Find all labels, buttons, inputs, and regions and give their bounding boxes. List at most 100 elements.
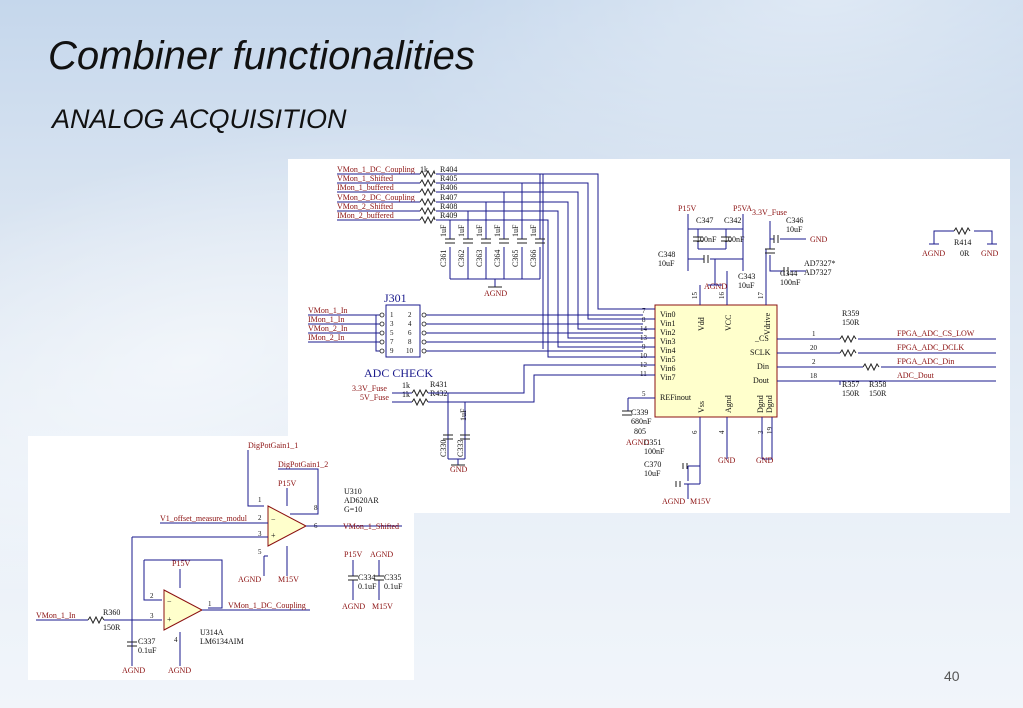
supply-labels: P15V P5VA 3.3V_Fuse GND AGND AGND AGND M… xyxy=(626,204,828,506)
gnd-label: GND xyxy=(450,465,468,474)
cap-value: 0.1uF xyxy=(358,582,377,591)
adc-part: AD7327 xyxy=(804,268,832,277)
resistor-ref: R414 xyxy=(954,238,971,247)
slide-subtitle: ANALOG ACQUISITION xyxy=(52,104,347,134)
pin-number: 19 xyxy=(766,427,774,435)
cap-value: 10uF xyxy=(786,225,803,234)
cap-value: 1uF xyxy=(457,224,466,237)
pin-name: SCLK xyxy=(750,348,771,357)
cap-package: 805 xyxy=(634,427,646,436)
filter-cap-labels: C361 C362 C363 C364 C365 C366 1uF 1uF 1u… xyxy=(439,224,538,298)
cap-value: 10uF xyxy=(738,281,755,290)
pin-number: 4 xyxy=(718,430,726,434)
agnd-label: AGND xyxy=(484,289,507,298)
pin-number: 1 xyxy=(390,311,394,319)
series-resistor-labels: R359 150R R357 150R R358 150R xyxy=(842,309,887,398)
cap-value: 1uF xyxy=(439,224,448,237)
net-label: IMon_1_buffered xyxy=(337,183,394,192)
adc-right-pins: _CS SCLK Din Dout 1 20 2 18 xyxy=(750,330,818,385)
cap-value: 1uF xyxy=(475,224,484,237)
pin-number: 7 xyxy=(390,338,394,346)
cap-ref: C347 xyxy=(696,216,713,225)
supply-label: P15V xyxy=(678,204,696,213)
net-label: V1_offset_measure_modul xyxy=(160,514,248,523)
pin-name: Vin1 xyxy=(660,319,676,328)
net-label: DigPotGain1_2 xyxy=(278,460,328,469)
pin-name: Dout xyxy=(753,376,770,385)
connector-net-labels: VMon_1_In IMon_1_In VMon_2_In IMon_2_In xyxy=(308,306,348,342)
gnd-label: GND xyxy=(810,235,828,244)
pin-number: 8 xyxy=(408,338,412,346)
net-label: DigPotGain1_1 xyxy=(248,441,298,450)
resistor-value: 0R xyxy=(960,249,970,258)
pin-number: 5 xyxy=(258,548,262,556)
cap-ref: C351 xyxy=(644,438,661,447)
net-label: IMon_2_buffered xyxy=(337,211,394,220)
net-label: VMon_1_DC_Coupling xyxy=(228,601,306,610)
supply-label: P15V xyxy=(344,550,362,559)
cap-ref: C370 xyxy=(644,460,661,469)
pin-number: 5 xyxy=(390,329,394,337)
supply-label: P15V xyxy=(172,559,190,568)
pin-name: Vss xyxy=(697,401,706,413)
resistor-value: 1k xyxy=(402,390,410,399)
pin-number: 3 xyxy=(757,430,765,434)
pin-name: Vin2 xyxy=(660,328,676,337)
pin-number: 5 xyxy=(642,390,646,398)
net-label: IMon_1_In xyxy=(308,315,344,324)
cap-ref: C365 xyxy=(511,250,520,267)
cap-ref: C344 xyxy=(780,269,797,278)
resistor-ref: R409 xyxy=(440,211,457,220)
pin-number: 2 xyxy=(150,592,154,600)
pin-number: 4 xyxy=(408,320,412,328)
pin-number: 2 xyxy=(258,514,262,522)
decoupling-labels: C347 100nF C342 100nF C346 10uF C348 10u… xyxy=(631,216,803,478)
agnd-label: AGND xyxy=(122,666,145,675)
pin-number: 6 xyxy=(408,329,412,337)
pin-number: 8 xyxy=(642,316,646,324)
supply-label: M15V xyxy=(278,575,299,584)
pin-name: Vin4 xyxy=(660,346,676,355)
net-label: VMon_2_In xyxy=(308,324,348,333)
pin-number: 15 xyxy=(691,292,699,300)
agnd-label: AGND xyxy=(922,249,945,258)
pin-name: Vin3 xyxy=(660,337,676,346)
resistor-ref: R405 xyxy=(440,174,457,183)
inamp-gain: G=10 xyxy=(344,505,362,514)
cap-ref: C366 xyxy=(529,250,538,267)
pin-number: 20 xyxy=(810,344,818,352)
pin-name: Vin6 xyxy=(660,364,676,373)
pin-name: Din xyxy=(757,362,769,371)
inamp-symbol xyxy=(267,505,308,547)
resistor-ref: R357 xyxy=(842,380,859,389)
supply-label: P15V xyxy=(278,479,296,488)
pin-name: Dgnd xyxy=(765,395,774,413)
cap-ref: C339 xyxy=(631,408,648,417)
pin-number: 1 xyxy=(208,600,212,608)
cap-value: 1uF xyxy=(529,224,538,237)
cap-value: 10uF xyxy=(644,469,661,478)
pin-number: 11 xyxy=(640,370,647,378)
supply-label: P5VA xyxy=(733,204,752,213)
adc-schematic: VMon_1_DC_Coupling VMon_1_Shifted IMon_1… xyxy=(308,165,999,506)
opamp-part: LM6134AIM xyxy=(200,637,244,646)
gnd-label: GND xyxy=(718,456,736,465)
pin-number: 2 xyxy=(408,311,412,319)
cap-value: 100nF xyxy=(724,235,745,244)
agnd-label: AGND xyxy=(704,282,727,291)
input-net-labels: VMon_1_DC_Coupling VMon_1_Shifted IMon_1… xyxy=(337,165,415,220)
cap-ref: C333 xyxy=(456,440,465,457)
cap-ref: C335 xyxy=(384,573,401,582)
cap-ref: C361 xyxy=(439,250,448,267)
resistor-value: 1k xyxy=(420,165,428,174)
resistor-ref: R360 xyxy=(103,608,120,617)
net-label: 5V_Fuse xyxy=(360,393,389,402)
minus-sign: − xyxy=(271,515,276,524)
pin-number: 6 xyxy=(691,430,699,434)
cap-ref: C330 xyxy=(439,440,448,457)
adc-check-label: ADC CHECK xyxy=(364,366,433,380)
net-label: FPGA_ADC_Din xyxy=(897,357,954,366)
pin-number: 3 xyxy=(258,530,262,538)
cap-value: 0.1uF xyxy=(384,582,403,591)
net-label: VMon_2_Shifted xyxy=(337,202,393,211)
